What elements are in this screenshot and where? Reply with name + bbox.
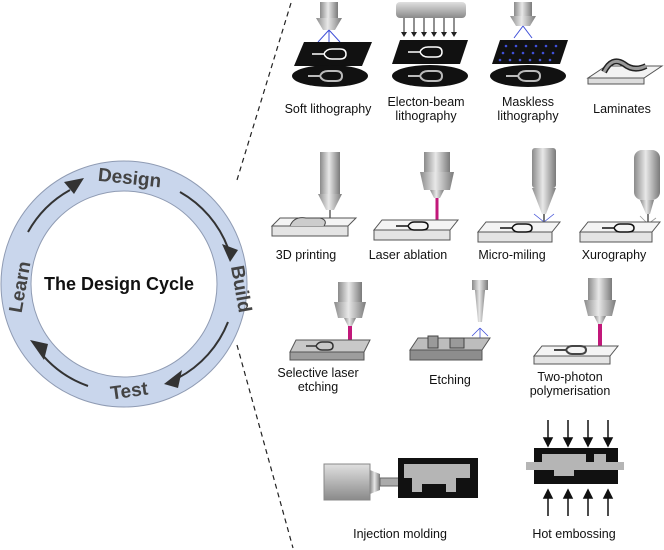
label-line: etching bbox=[297, 380, 339, 394]
arrow-head-learn bbox=[30, 340, 48, 360]
arrow-head-build bbox=[222, 244, 238, 262]
label-etching: Etching bbox=[429, 373, 471, 387]
xurography-illustration bbox=[578, 150, 662, 243]
label-line: polymerisation bbox=[529, 384, 611, 398]
etching-illustration bbox=[409, 280, 491, 361]
laser-ablation-illustration bbox=[372, 152, 460, 241]
label-line: Two-photon bbox=[537, 370, 603, 384]
label-line: lithography bbox=[497, 109, 559, 123]
laminates-illustration bbox=[586, 58, 664, 85]
label-line: Electon-beam bbox=[387, 95, 465, 109]
label-injection-molding: Injection molding bbox=[353, 527, 447, 541]
label-selective-laser-etching: Selective laser etching bbox=[277, 366, 358, 394]
design-cycle-ring: Design Build Test Learn bbox=[0, 160, 255, 408]
label-line: lithography bbox=[395, 109, 457, 123]
dashed-line-bottom bbox=[236, 344, 294, 549]
label-laminates: Laminates bbox=[593, 102, 651, 116]
label-soft-lithography: Soft lithography bbox=[284, 102, 372, 116]
electron-beam-lithography-illustration bbox=[392, 2, 468, 87]
hot-embossing-illustration bbox=[526, 420, 624, 516]
maskless-lithography-illustration bbox=[490, 2, 568, 87]
label-xurography: Xurography bbox=[581, 248, 647, 262]
label-line: Selective laser bbox=[277, 366, 359, 380]
two-photon-polymerisation-illustration bbox=[532, 278, 620, 365]
label-electron-beam-lithography: Electon-beam lithography bbox=[387, 95, 464, 123]
arrow-head-test bbox=[164, 370, 182, 388]
arrow-learn-to-design bbox=[27, 189, 71, 233]
soft-lithography-illustration bbox=[292, 2, 372, 87]
label-line: Maskless bbox=[501, 95, 555, 109]
injection-molding-illustration bbox=[323, 458, 478, 501]
arrow-build-to-test bbox=[177, 321, 229, 379]
arrow-design-to-build bbox=[179, 191, 229, 249]
label-two-photon-polymerisation: Two-photon polymerisation bbox=[530, 370, 611, 398]
3d-printing-illustration bbox=[270, 152, 358, 237]
arrow-head-design bbox=[64, 178, 84, 194]
label-maskless-lithography: Maskless lithography bbox=[497, 95, 558, 123]
dashed-line-top bbox=[236, 2, 292, 181]
selective-laser-etching-illustration bbox=[289, 282, 371, 361]
label-micro-milling: Micro-miling bbox=[478, 248, 546, 262]
label-3d-printing: 3D printing bbox=[275, 248, 337, 262]
label-hot-embossing: Hot embossing bbox=[532, 527, 616, 541]
cycle-title: The Design Cycle bbox=[44, 274, 195, 294]
micro-milling-illustration bbox=[476, 148, 562, 243]
label-laser-ablation: Laser ablation bbox=[368, 248, 448, 262]
